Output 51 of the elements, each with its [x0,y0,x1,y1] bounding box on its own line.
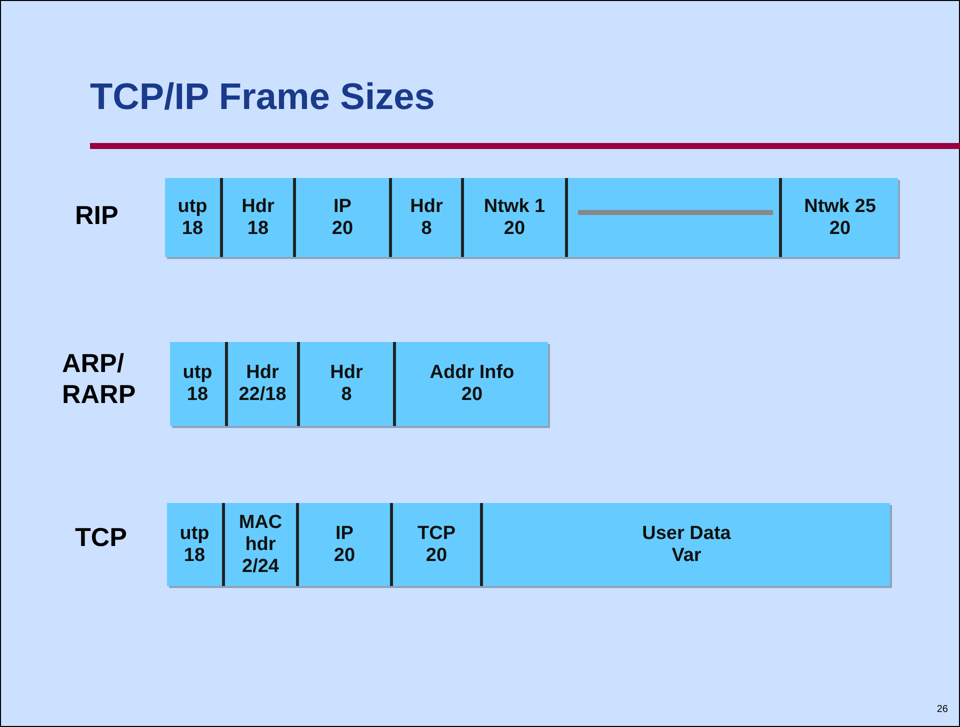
frame-field [170,342,225,426]
field-name: IP [336,522,354,544]
frame-field [461,178,565,257]
field-size: 8 [341,384,352,406]
frame-field [220,178,293,257]
field-size: 20 [461,384,483,406]
frame-field [480,503,890,586]
slide-title: TCP/IP Frame Sizes [90,76,435,118]
field-name: Hdr [242,196,274,218]
frame-field [297,342,393,426]
field-size: 18 [186,384,208,406]
field-name: utp [180,522,210,544]
field-size: 18 [182,218,204,240]
field-size: 18 [184,544,206,566]
field-name: Hdr [410,196,443,218]
field-size: 20 [332,218,354,240]
field-name: User Data [642,522,731,544]
frame-field [296,503,390,586]
field-size: 20 [829,218,851,240]
field-size: 22/18 [238,384,286,406]
field-name: Ntwk 1 [484,196,546,218]
field-name: Hdr [246,362,279,384]
row-label: TCP [75,522,128,553]
field-size: 20 [334,544,356,566]
row-label: RIP [75,200,120,231]
row-label: ARP/ RARP [62,348,137,410]
page-number: 26 [936,704,948,715]
field-size: 20 [504,218,526,240]
field-name: IP [334,196,352,218]
frame-field [225,342,297,426]
frame-field [222,503,296,586]
frame-field [393,342,548,426]
frame-field [389,178,461,257]
field-size: 8 [421,218,432,240]
frame-field [779,178,898,257]
field-name: TCP [418,522,456,544]
field-size: 20 [426,544,448,566]
field-name: Addr Info [430,362,514,384]
frame-field [565,178,779,257]
field-size: Var [672,544,702,566]
frame-field [167,503,222,586]
field-name: Hdr [330,362,363,384]
field-size: 18 [247,218,269,240]
frame-field [293,178,389,257]
field-size: 2/24 [242,556,279,578]
field-name: utp [182,362,212,384]
frame-field [390,503,480,586]
frame-field [165,178,220,257]
field-name: Ntwk 25 [804,196,876,218]
field-name: MAC hdr [238,512,284,556]
field-name: utp [178,196,208,218]
